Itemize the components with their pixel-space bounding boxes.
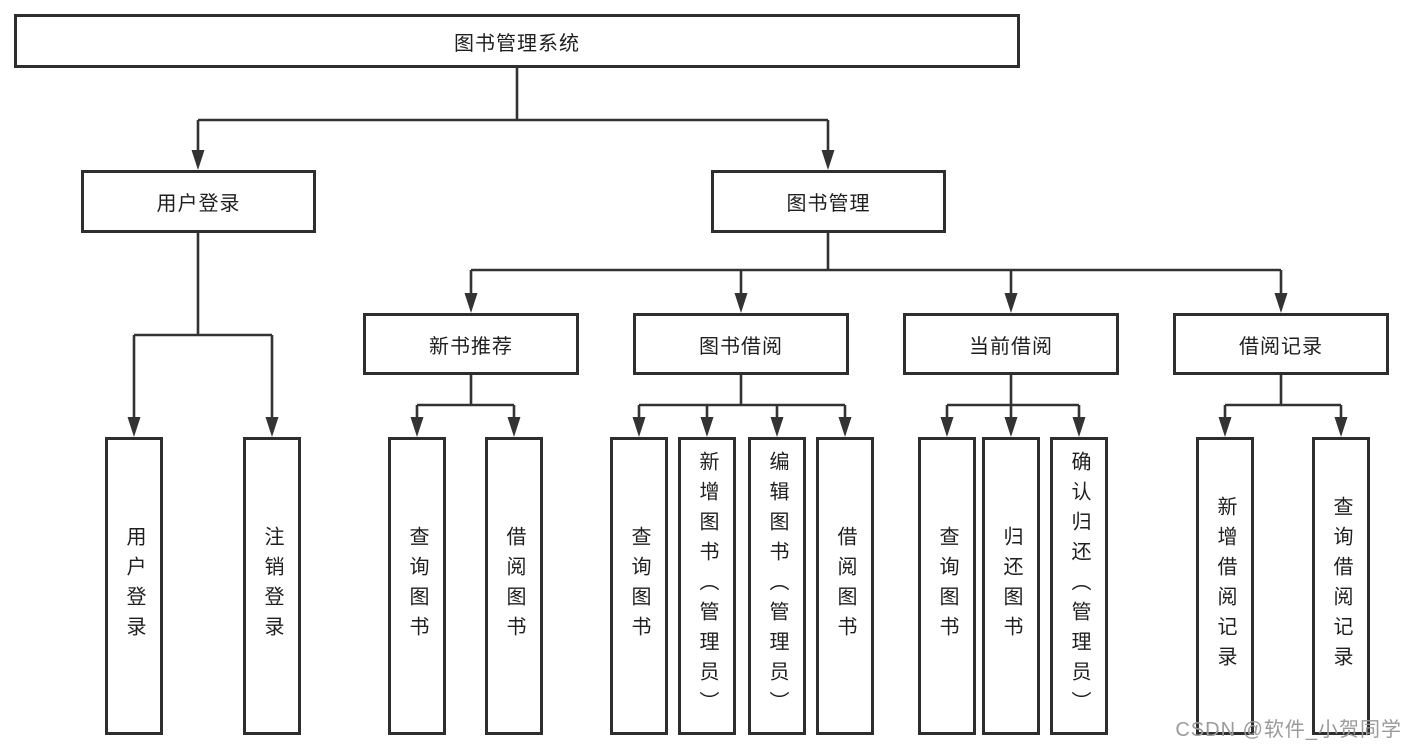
node-library-system: 图书管理系统 <box>14 14 1020 68</box>
leaf-label: 新增借阅记录 <box>1214 496 1236 676</box>
node-current-borrowing: 当前借阅 <box>903 313 1119 375</box>
leaf-query-borrow-record: 查询借阅记录 <box>1312 437 1370 735</box>
csdn-watermark: CSDN @软件_小贺同学 <box>1175 719 1402 741</box>
connector-line <box>132 68 1343 417</box>
leaf-query-books-borrowing: 查询图书 <box>610 437 668 735</box>
leaf-confirm-return-admin: 确认归还（管理员） <box>1050 437 1108 735</box>
node-book-management: 图书管理 <box>711 170 946 233</box>
leaf-query-books-recommend: 查询图书 <box>388 437 446 735</box>
leaf-label: 查询借阅记录 <box>1330 496 1352 676</box>
node-user-login: 用户登录 <box>81 170 316 233</box>
node-new-book-recommend: 新书推荐 <box>363 313 579 375</box>
arrowhead-icon <box>127 150 1348 437</box>
leaf-query-books-current: 查询图书 <box>918 437 976 735</box>
leaf-return-books: 归还图书 <box>982 437 1040 735</box>
leaf-borrow-books: 借阅图书 <box>816 437 874 735</box>
node-book-borrowing: 图书借阅 <box>633 313 849 375</box>
leaf-user-login: 用户登录 <box>105 437 163 735</box>
leaf-label: 注销登录 <box>261 526 283 646</box>
leaf-label: 用户登录 <box>123 526 145 646</box>
node-borrow-records: 借阅记录 <box>1173 313 1389 375</box>
leaf-label: 查询图书 <box>936 526 958 646</box>
leaf-label: 新增图书（管理员） <box>696 451 718 721</box>
leaf-label: 查询图书 <box>406 526 428 646</box>
leaf-label: 查询图书 <box>628 526 650 646</box>
leaf-label: 确认归还（管理员） <box>1068 451 1090 721</box>
leaf-add-books-admin: 新增图书（管理员） <box>678 437 736 735</box>
leaf-add-borrow-record: 新增借阅记录 <box>1196 437 1254 735</box>
leaf-label: 借阅图书 <box>834 526 856 646</box>
leaf-logout: 注销登录 <box>243 437 301 735</box>
leaf-label: 归还图书 <box>1000 526 1022 646</box>
leaf-edit-books-admin: 编辑图书（管理员） <box>748 437 806 735</box>
leaf-label: 借阅图书 <box>503 526 525 646</box>
leaf-label: 编辑图书（管理员） <box>766 451 788 721</box>
leaf-borrow-books-recommend: 借阅图书 <box>485 437 543 735</box>
